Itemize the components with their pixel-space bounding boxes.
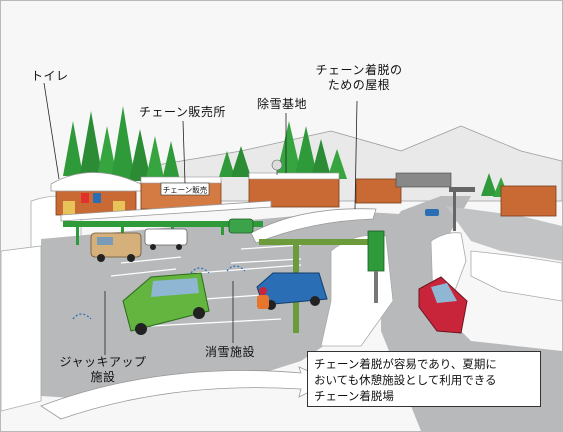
- forest-middle: [219, 121, 347, 179]
- snow-melt-label: 消雪施設: [205, 345, 256, 359]
- toilet-building: [50, 172, 142, 216]
- car-small-green: [228, 218, 254, 234]
- car-white-truck: [144, 228, 188, 250]
- chain-roof-label-line1: チェーン着脱の: [315, 63, 403, 77]
- leader-lines: [43, 82, 358, 355]
- toilet-label: トイレ: [31, 69, 69, 83]
- snowbank-far-right: [470, 250, 562, 302]
- chain-shop-label: チェーン販売所: [139, 105, 226, 119]
- snow-melt-sprays: [72, 265, 246, 320]
- road-ramp: [446, 206, 562, 261]
- chain-roof-label: チェーン着脱の ための屋根: [307, 63, 411, 93]
- description-line1: チェーン着脱が容易であり、夏期に: [314, 357, 497, 371]
- jack-up-label: ジャッキアップ 施設: [53, 355, 153, 385]
- description-line3: チェーン着脱場: [314, 389, 394, 403]
- car-green-minivan: [122, 272, 210, 335]
- chain-roof-label-line2: ための屋根: [327, 78, 391, 92]
- toll-building: [355, 172, 557, 217]
- car-blue-distant: [425, 209, 439, 216]
- snowbank-foreground: [1, 245, 42, 412]
- jack-up-label-line2: 施設: [90, 370, 116, 384]
- overhead-signs: [449, 187, 475, 231]
- road-sign: [367, 230, 385, 303]
- car-red-sedan: [418, 276, 468, 334]
- forest-left: [63, 106, 181, 185]
- description-box: チェーン着脱が容易であり、夏期に おいても休憩施設として利用できる チェーン着脱…: [307, 351, 541, 407]
- satellite-dish-icon: [271, 159, 283, 171]
- snow-base-label: 除雪基地: [257, 97, 308, 111]
- chain-shop-building: チェーン販売: [140, 176, 222, 210]
- jack-up-label-line1: ジャッキアップ: [59, 355, 147, 369]
- worker-figure: [257, 287, 269, 309]
- car-blue-suv: [256, 272, 328, 310]
- description-line2: おいても休憩施設として利用できる: [314, 373, 497, 387]
- car-tan-van: [90, 232, 142, 262]
- shop-sign-text: チェーン販売: [163, 185, 208, 195]
